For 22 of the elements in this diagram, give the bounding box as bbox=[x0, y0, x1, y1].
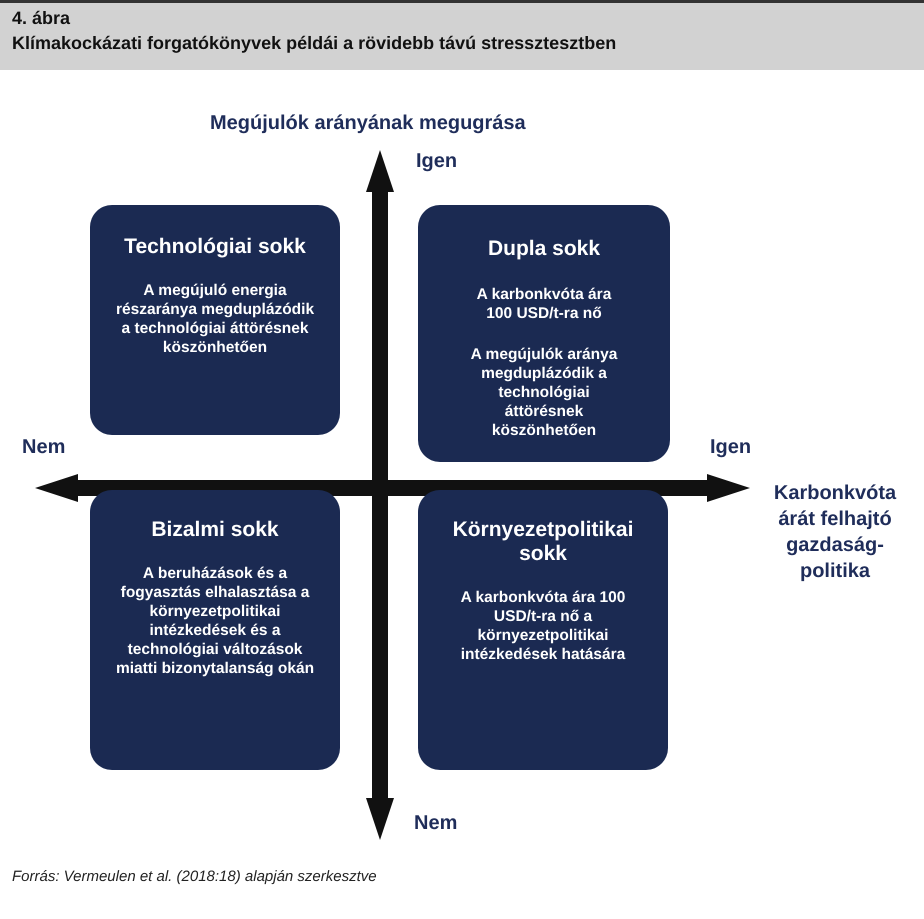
axis-end-label: Nem bbox=[414, 812, 458, 835]
card-heading: Környezetpolitikai sokk bbox=[452, 518, 634, 566]
scenario-card bbox=[90, 205, 340, 435]
card-heading: Dupla sokk bbox=[486, 237, 602, 261]
axis-end-label: Igen bbox=[710, 436, 752, 459]
card-heading: Technológiai sokk bbox=[123, 235, 307, 259]
source-note: Forrás: Vermeulen et al. (2018:18) alapján szerkesztve bbox=[12, 868, 377, 885]
card-description: A megújuló energia részaránya megduplázódik a technológiai áttörésnek köszönhetően bbox=[114, 281, 316, 357]
scenario-card bbox=[418, 490, 668, 770]
figure-title: Klímakockázati forgatókönyvek példái a rövidebb távú stressztesztben bbox=[12, 33, 616, 54]
card-description: A beruházások és a fogyasztás elhalasztása a környezetpolitikai intézkedések és a technológiai változások miatti bizonytalanság okán bbox=[114, 564, 316, 678]
card-description: A karbonkvóta ára 100 USD/t-ra nő a környezetpolitikai intézkedések hatására bbox=[460, 588, 626, 664]
figure-number: 4. ábra bbox=[12, 8, 70, 29]
axis-end-label: Nem bbox=[22, 436, 66, 459]
axis-end-label: Igen bbox=[416, 150, 458, 173]
card-description: A karbonkvóta ára 100 USD/t-ra nő bbox=[476, 285, 612, 323]
axis-label: Megújulók arányának megugrása bbox=[210, 112, 527, 135]
card-heading: Bizalmi sokk bbox=[150, 518, 280, 542]
card-description: A megújulók aránya megduplázódik a technológiai áttörésnek köszönhetően bbox=[470, 345, 618, 440]
scenario-card bbox=[90, 490, 340, 770]
axis-label: Karbonkvóta árát felhajtó gazdaság-politika bbox=[772, 481, 898, 584]
scenario-card bbox=[418, 205, 670, 462]
